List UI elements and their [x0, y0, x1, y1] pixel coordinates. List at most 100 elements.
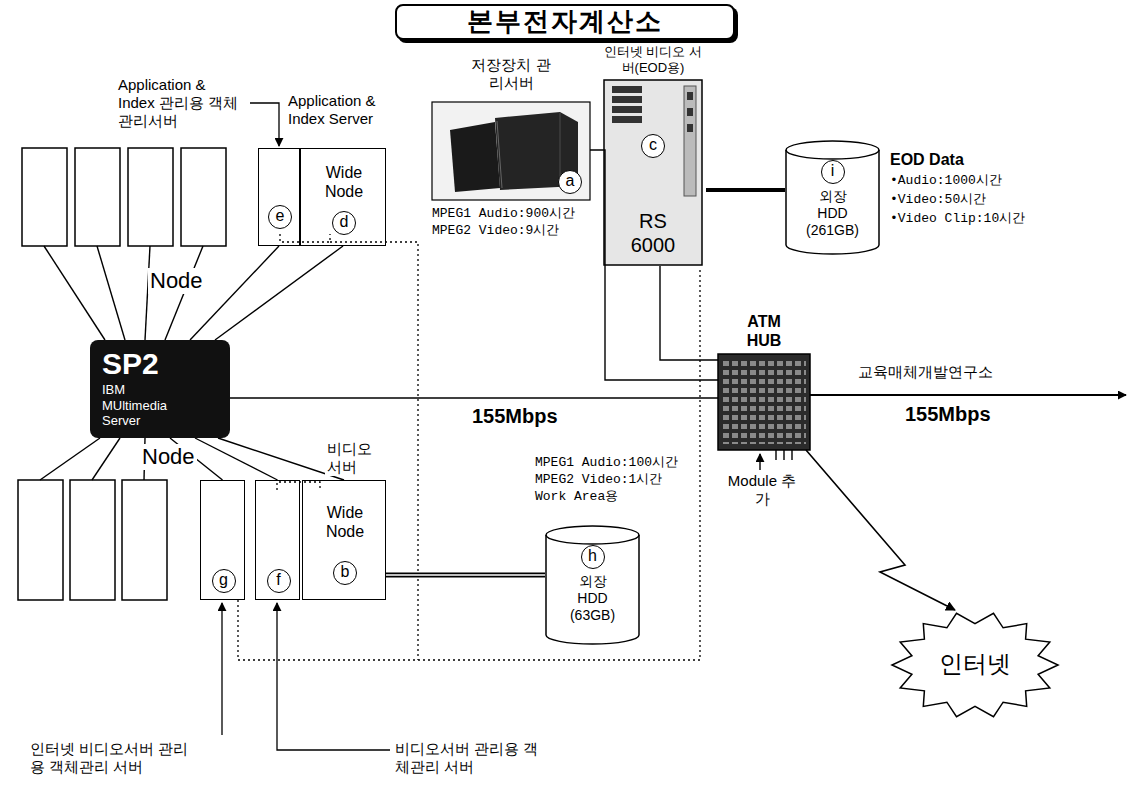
link-line — [806, 450, 955, 610]
cylinder-body — [546, 526, 639, 644]
photo-frame — [432, 102, 590, 200]
leader-line — [277, 603, 390, 750]
cabinet-edge — [497, 121, 502, 188]
link-line — [230, 398, 718, 399]
capacity-note: MPEG2 Video:9시간 — [432, 223, 559, 239]
annotation-label: Application & Index Server — [288, 92, 396, 128]
capacity-note: Work Area용 — [535, 489, 618, 505]
tower-switch — [687, 92, 693, 100]
node-text: 저장장치 관리서버 — [471, 56, 551, 92]
storage-server: 저장장치 관리서버 a — [432, 56, 590, 202]
link-stroke — [660, 266, 718, 360]
link-stroke — [386, 573, 545, 578]
double-link — [386, 575, 545, 576]
burst-shape — [892, 613, 1058, 716]
node-box — [75, 148, 120, 246]
node-text: ATM HUB — [739, 312, 789, 350]
tower-switch — [687, 108, 693, 116]
node-text: Wide Node — [310, 503, 380, 541]
atm-hub-body — [718, 354, 810, 450]
sp2-server: SP2IBM MUltimedia Server — [90, 340, 230, 438]
drive-bay — [612, 96, 642, 103]
node-text: RS 6000 — [628, 209, 678, 257]
annotation-label: EOD Data — [890, 150, 964, 169]
node-box: e — [258, 148, 300, 246]
node-wire — [44, 246, 105, 340]
group-bracket — [277, 482, 320, 490]
link-line — [590, 150, 718, 380]
node-text: IBM MUltimedia Server — [102, 382, 192, 429]
outgoing-link — [810, 394, 1126, 396]
node-text: Wide Node — [309, 163, 379, 201]
link-line — [706, 190, 785, 191]
internet-cloud: 인터넷 — [890, 610, 1060, 720]
callout-letter: a — [558, 170, 582, 194]
node-box — [181, 148, 226, 246]
drive-bay — [612, 116, 642, 123]
link-stroke — [806, 450, 955, 610]
capacity-note: MPEG1 Audio:100시간 — [535, 455, 678, 471]
node-box — [128, 148, 173, 246]
capacity-note: •Video:50시간 — [890, 192, 986, 208]
link-line — [660, 266, 718, 360]
node-box — [122, 480, 167, 600]
title-box: 본부전자계산소 — [395, 4, 735, 40]
hub-pin — [791, 450, 792, 460]
disk-cylinder: h 외장 HDD (63GB) — [545, 525, 640, 645]
hub-pin — [775, 450, 776, 460]
node-text: SP2 — [102, 346, 192, 382]
cylinder-rim — [546, 535, 639, 544]
wide-node-box: Wide Node b — [302, 480, 386, 600]
atm-hub: ATM HUB — [718, 312, 810, 450]
node-wire — [92, 438, 120, 480]
module-pointer — [759, 454, 760, 470]
group-bracket — [280, 234, 330, 242]
server-tower — [604, 80, 702, 265]
drive-bay — [612, 86, 642, 93]
node-wire — [40, 438, 100, 480]
callout-letter: b — [333, 561, 357, 585]
annotation-label: Node — [148, 268, 205, 294]
cylinder-rim — [786, 150, 879, 159]
capacity-note: MPEG1 Audio:900시간 — [432, 206, 575, 222]
capacity-note: •Video Clip:10시간 — [890, 211, 1025, 227]
wide-node-box: Wide Node d — [300, 148, 386, 246]
annotation-label: Application & Index 관리용 객체관리서버 — [118, 76, 243, 130]
diagram-title: 본부전자계산소 — [467, 6, 663, 37]
link-stroke — [706, 188, 785, 192]
leader-line — [221, 603, 222, 735]
video-server-tower: 인터넷 비디오 서버(EOD용) c RS 6000 — [602, 44, 706, 266]
callout-letter: e — [268, 205, 292, 229]
drive-bay — [612, 106, 642, 113]
callout-letter: i — [821, 160, 845, 184]
node-box — [22, 148, 67, 246]
callout-letter: d — [332, 211, 356, 235]
annotation-label: Module 추가 — [722, 472, 802, 508]
callout-letter: c — [641, 134, 665, 158]
link-core — [386, 574, 545, 576]
callout-letter: g — [212, 569, 236, 593]
tower-strip — [684, 86, 696, 196]
node-text: 외장 HDD (261GB) — [803, 188, 863, 238]
tower-switch — [687, 124, 693, 132]
capacity-note: MPEG2 Video:1시간 — [535, 472, 662, 488]
annotation-label: 교육매체개발연구소 — [858, 363, 993, 381]
link-stroke — [215, 246, 343, 340]
atm-hub-ports — [722, 360, 806, 444]
annotation-label: 인터넷 비디오서버 관리용 객체관리 서버 — [30, 740, 190, 776]
callout-letter: h — [581, 545, 605, 569]
annotation-label: 비디오 서버 — [325, 440, 379, 476]
node-box: g — [200, 480, 245, 600]
node-text: 외장 HDD (63GB) — [563, 573, 623, 623]
server-cabinet — [450, 122, 500, 192]
link-label: 155Mbps — [470, 404, 560, 428]
node-wire — [97, 246, 125, 340]
annotation-label: 비디오서버 관리용 객체관리 서버 — [395, 740, 545, 776]
link-stroke — [230, 397, 718, 398]
node-box — [18, 480, 63, 600]
annotation-label: Node — [140, 444, 197, 470]
leader-line — [250, 103, 279, 146]
node-text: 인터넷 비디오 서버(EOD용) — [603, 44, 703, 75]
cylinder-body — [786, 141, 879, 254]
